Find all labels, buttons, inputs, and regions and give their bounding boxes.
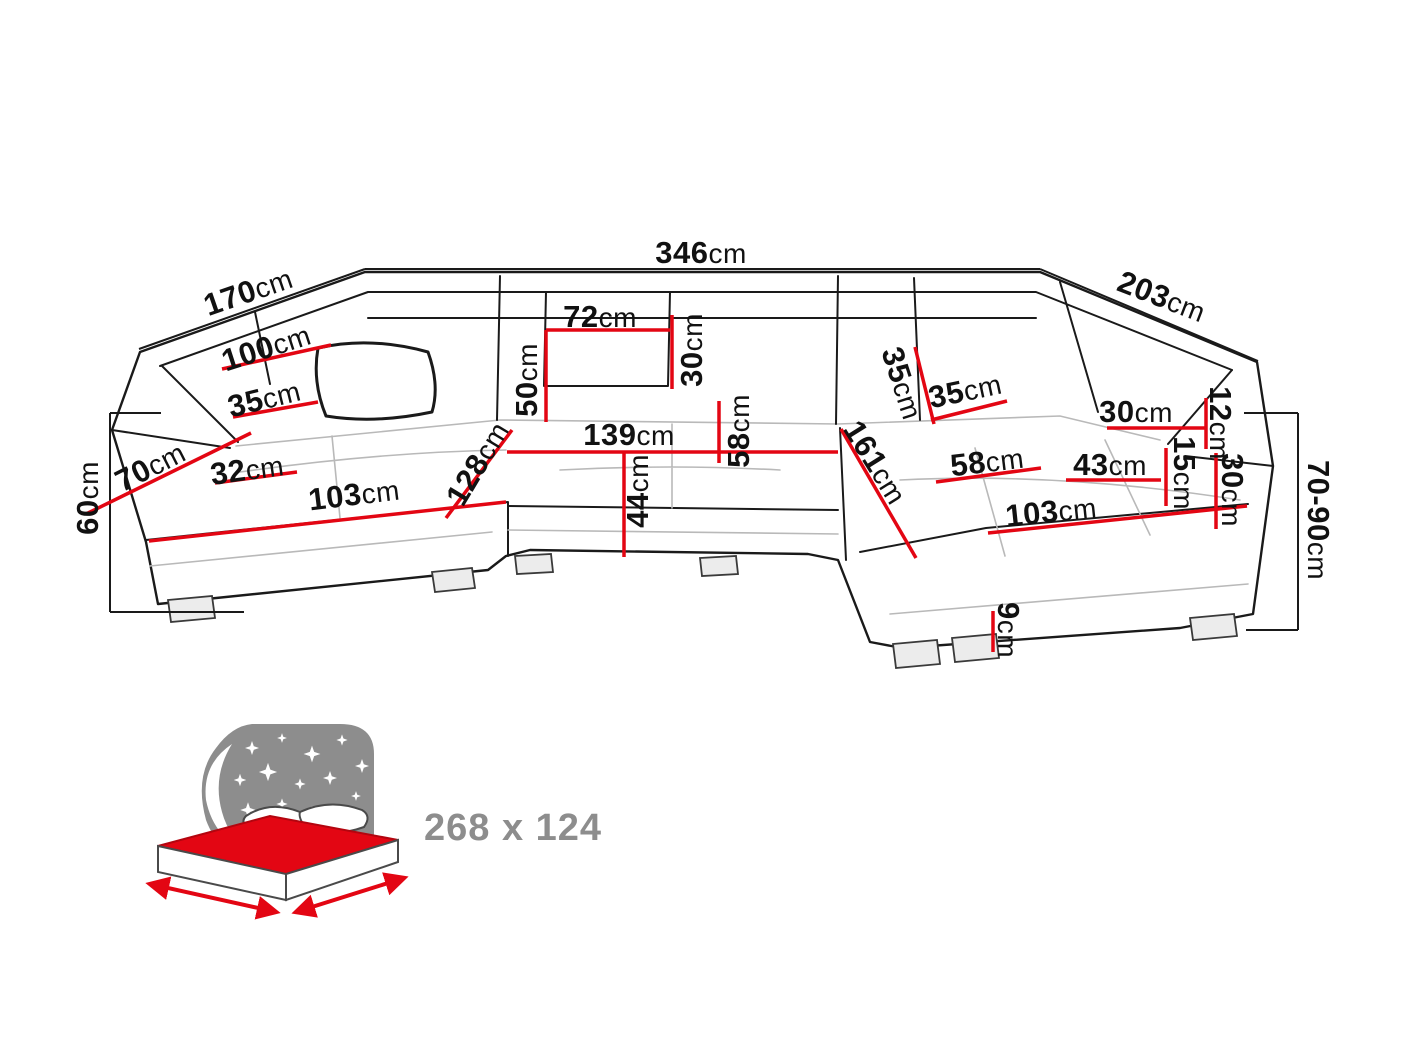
seat-back-junction xyxy=(235,415,1161,447)
svg-text:346cm: 346cm xyxy=(655,235,747,270)
dim-label-30-headrest: 30cm xyxy=(674,313,709,387)
backrest-inner-edge xyxy=(159,291,1233,371)
svg-text:35cm: 35cm xyxy=(925,366,1004,416)
right-chaise-inner-edge xyxy=(839,427,847,561)
dim-line-70 xyxy=(85,431,252,516)
dim-label-70-90: 70-90cm xyxy=(1301,460,1336,580)
dim-label-30-right-top: 30cm xyxy=(1099,394,1173,429)
svg-text:43cm: 43cm xyxy=(1073,447,1147,482)
dim-label-346: 346cm xyxy=(655,235,747,270)
dimension-lines xyxy=(85,315,1248,652)
arm-pillow xyxy=(314,341,437,421)
dim-label-103-left: 103cm xyxy=(306,472,401,518)
dim-label-12: 12cm xyxy=(1203,386,1238,460)
svg-text:9cm: 9cm xyxy=(991,602,1026,658)
svg-text:60cm: 60cm xyxy=(70,461,105,535)
dim-label-15: 15cm xyxy=(1167,436,1202,510)
dim-line-103-right xyxy=(987,504,1248,535)
svg-text:35cm: 35cm xyxy=(224,373,304,425)
dim-line-35-left xyxy=(232,400,319,419)
dim-label-139: 139cm xyxy=(583,417,675,452)
outer-dimension-lines xyxy=(109,268,1299,631)
dim-line-203 xyxy=(1039,268,1259,362)
dim-line-128 xyxy=(444,428,514,520)
dim-label-43: 43cm xyxy=(1073,447,1147,482)
base-piping-lines xyxy=(149,529,1249,615)
dim-line-58-right xyxy=(935,466,1042,484)
dim-line-100 xyxy=(221,343,332,371)
svg-text:139cm: 139cm xyxy=(583,417,675,452)
svg-text:58cm: 58cm xyxy=(948,440,1026,484)
right-armrest-edges xyxy=(1167,369,1274,467)
svg-text:30cm: 30cm xyxy=(674,313,709,387)
dim-label-103-right: 103cm xyxy=(1004,489,1099,533)
middle-seat-front-edge xyxy=(507,505,839,511)
dim-bracket-70-90 xyxy=(1244,412,1299,631)
svg-text:32cm: 32cm xyxy=(208,447,286,492)
sofa-legs xyxy=(166,553,1239,669)
sleeping-function-icon xyxy=(145,724,409,920)
width-arrow xyxy=(145,876,281,920)
svg-text:103cm: 103cm xyxy=(1004,489,1099,533)
dim-bracket-60 xyxy=(109,412,244,613)
dim-line-35-right-a xyxy=(913,346,936,425)
dim-line-161 xyxy=(839,428,918,559)
dim-label-58-middle: 58cm xyxy=(721,394,756,468)
dim-label-35-right-b: 35cm xyxy=(925,366,1004,416)
svg-text:30cm: 30cm xyxy=(1099,394,1173,429)
right-seat-front-edge xyxy=(859,503,1249,553)
sleeping-size-label: 268 x 124 xyxy=(424,807,602,849)
dim-label-58-right: 58cm xyxy=(948,440,1026,484)
svg-text:15cm: 15cm xyxy=(1167,436,1202,510)
dim-line-103-left xyxy=(148,500,507,543)
svg-text:12cm: 12cm xyxy=(1203,386,1238,460)
moon-crescent xyxy=(205,744,252,854)
dim-label-35-left: 35cm xyxy=(224,373,304,425)
depth-arrow xyxy=(291,872,409,918)
dim-line-170 xyxy=(138,268,366,350)
svg-text:30cm: 30cm xyxy=(1215,453,1250,527)
dim-label-44: 44cm xyxy=(620,454,655,528)
dim-label-60: 60cm xyxy=(70,461,105,535)
left-armrest-edges xyxy=(111,365,239,449)
dim-label-9: 9cm xyxy=(991,602,1026,658)
dim-label-72: 72cm xyxy=(563,299,637,334)
dim-line-35-right-b xyxy=(930,399,1008,422)
dim-line-32 xyxy=(214,470,298,485)
seat-tufting-lines xyxy=(239,423,1241,557)
svg-text:72cm: 72cm xyxy=(563,299,637,334)
svg-text:50cm: 50cm xyxy=(509,343,544,417)
svg-text:44cm: 44cm xyxy=(620,454,655,528)
svg-text:58cm: 58cm xyxy=(721,394,756,468)
svg-text:103cm: 103cm xyxy=(306,472,401,518)
dim-label-32: 32cm xyxy=(208,447,286,492)
dim-label-50: 50cm xyxy=(509,343,544,417)
svg-text:70-90cm: 70-90cm xyxy=(1301,460,1336,580)
dim-label-30-right-vert: 30cm xyxy=(1215,453,1250,527)
